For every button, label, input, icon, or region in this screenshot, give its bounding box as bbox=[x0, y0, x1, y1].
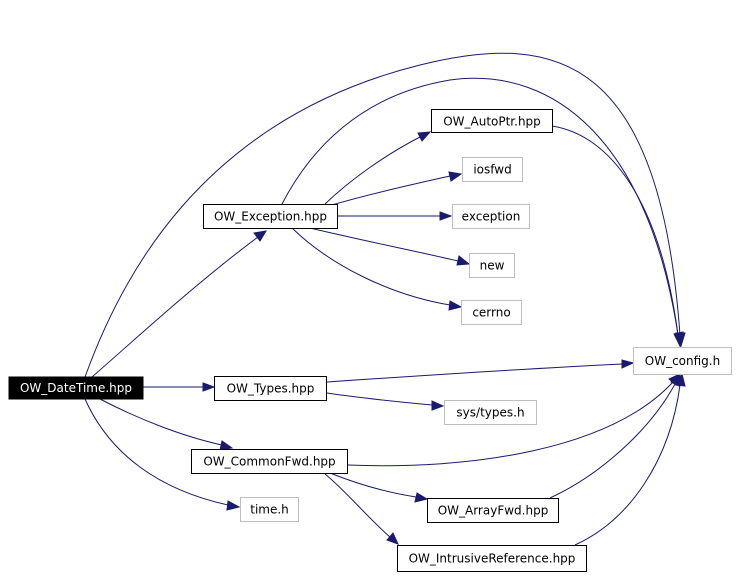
node-std-exception[interactable]: exception bbox=[452, 204, 530, 229]
edge-datetime-timeh bbox=[84, 398, 229, 506]
edge-arrow bbox=[439, 211, 453, 221]
node-exception[interactable]: OW_Exception.hpp bbox=[203, 204, 338, 229]
node-label: cerrno bbox=[472, 306, 510, 320]
edge-autoptr-config bbox=[551, 125, 679, 336]
edge-commonfwd-intrusive bbox=[324, 473, 391, 538]
node-iosfwd[interactable]: iosfwd bbox=[462, 157, 523, 182]
edge-exception-config bbox=[281, 77, 679, 336]
edge-arrow bbox=[621, 359, 635, 369]
edges bbox=[84, 52, 686, 546]
edge-arrow bbox=[456, 255, 471, 266]
node-label: new bbox=[480, 259, 505, 273]
node-label: exception bbox=[462, 210, 521, 224]
edge-exception-cerrno bbox=[291, 227, 451, 306]
node-label: OW_config.h bbox=[645, 354, 720, 368]
edge-exception-new bbox=[309, 227, 459, 262]
node-label: sys/types.h bbox=[456, 406, 524, 420]
edge-commonfwd-arrayfwd bbox=[329, 472, 417, 498]
node-sys-types[interactable]: sys/types.h bbox=[444, 400, 537, 425]
edge-arrow bbox=[253, 230, 267, 242]
node-label: OW_Types.hpp bbox=[227, 382, 315, 396]
node-label: OW_ArrayFwd.hpp bbox=[438, 504, 549, 518]
edge-arrow bbox=[417, 131, 432, 142]
node-label: iosfwd bbox=[473, 163, 511, 177]
edge-arrayfwd-config bbox=[549, 383, 676, 499]
node-config[interactable]: OW_config.h bbox=[633, 347, 732, 375]
edge-arrow bbox=[219, 440, 234, 451]
edge-exception-iosfwd bbox=[324, 175, 451, 208]
node-arrayfwd[interactable]: OW_ArrayFwd.hpp bbox=[427, 498, 559, 523]
edge-datetime-exception bbox=[91, 236, 259, 378]
node-label: OW_Exception.hpp bbox=[214, 210, 327, 224]
node-datetime[interactable]: OW_DateTime.hpp bbox=[8, 376, 144, 400]
edge-arrow bbox=[386, 532, 399, 545]
edge-arrow bbox=[431, 400, 445, 411]
edge-exception-autoptr bbox=[324, 136, 421, 205]
edge-types-config bbox=[326, 363, 623, 383]
node-label: OW_AutoPtr.hpp bbox=[443, 115, 541, 129]
node-time-h[interactable]: time.h bbox=[240, 497, 299, 522]
node-commonfwd[interactable]: OW_CommonFwd.hpp bbox=[191, 449, 348, 474]
edge-arrow bbox=[448, 171, 463, 182]
edge-types-systypes bbox=[326, 392, 433, 406]
edge-arrow bbox=[675, 372, 686, 387]
node-label: OW_CommonFwd.hpp bbox=[203, 455, 335, 469]
edge-arrow bbox=[202, 382, 216, 392]
node-new[interactable]: new bbox=[469, 253, 515, 278]
edge-intrusive-config bbox=[574, 384, 681, 546]
edge-arrow bbox=[226, 500, 241, 511]
edge-arrow bbox=[448, 300, 463, 311]
node-autoptr[interactable]: OW_AutoPtr.hpp bbox=[431, 109, 553, 133]
node-label: OW_IntrusiveReference.hpp bbox=[409, 552, 576, 566]
edge-datetime-commonfwd bbox=[99, 398, 223, 446]
node-intrusive-reference[interactable]: OW_IntrusiveReference.hpp bbox=[397, 545, 587, 572]
node-label: time.h bbox=[250, 503, 289, 517]
node-label: OW_DateTime.hpp bbox=[20, 381, 132, 395]
node-types[interactable]: OW_Types.hpp bbox=[214, 376, 327, 401]
node-cerrno[interactable]: cerrno bbox=[461, 300, 522, 325]
edge-arrow bbox=[414, 492, 429, 503]
edge-datetime-config bbox=[84, 52, 681, 378]
edge-commonfwd-config bbox=[347, 381, 674, 467]
edge-arrow bbox=[674, 332, 685, 348]
